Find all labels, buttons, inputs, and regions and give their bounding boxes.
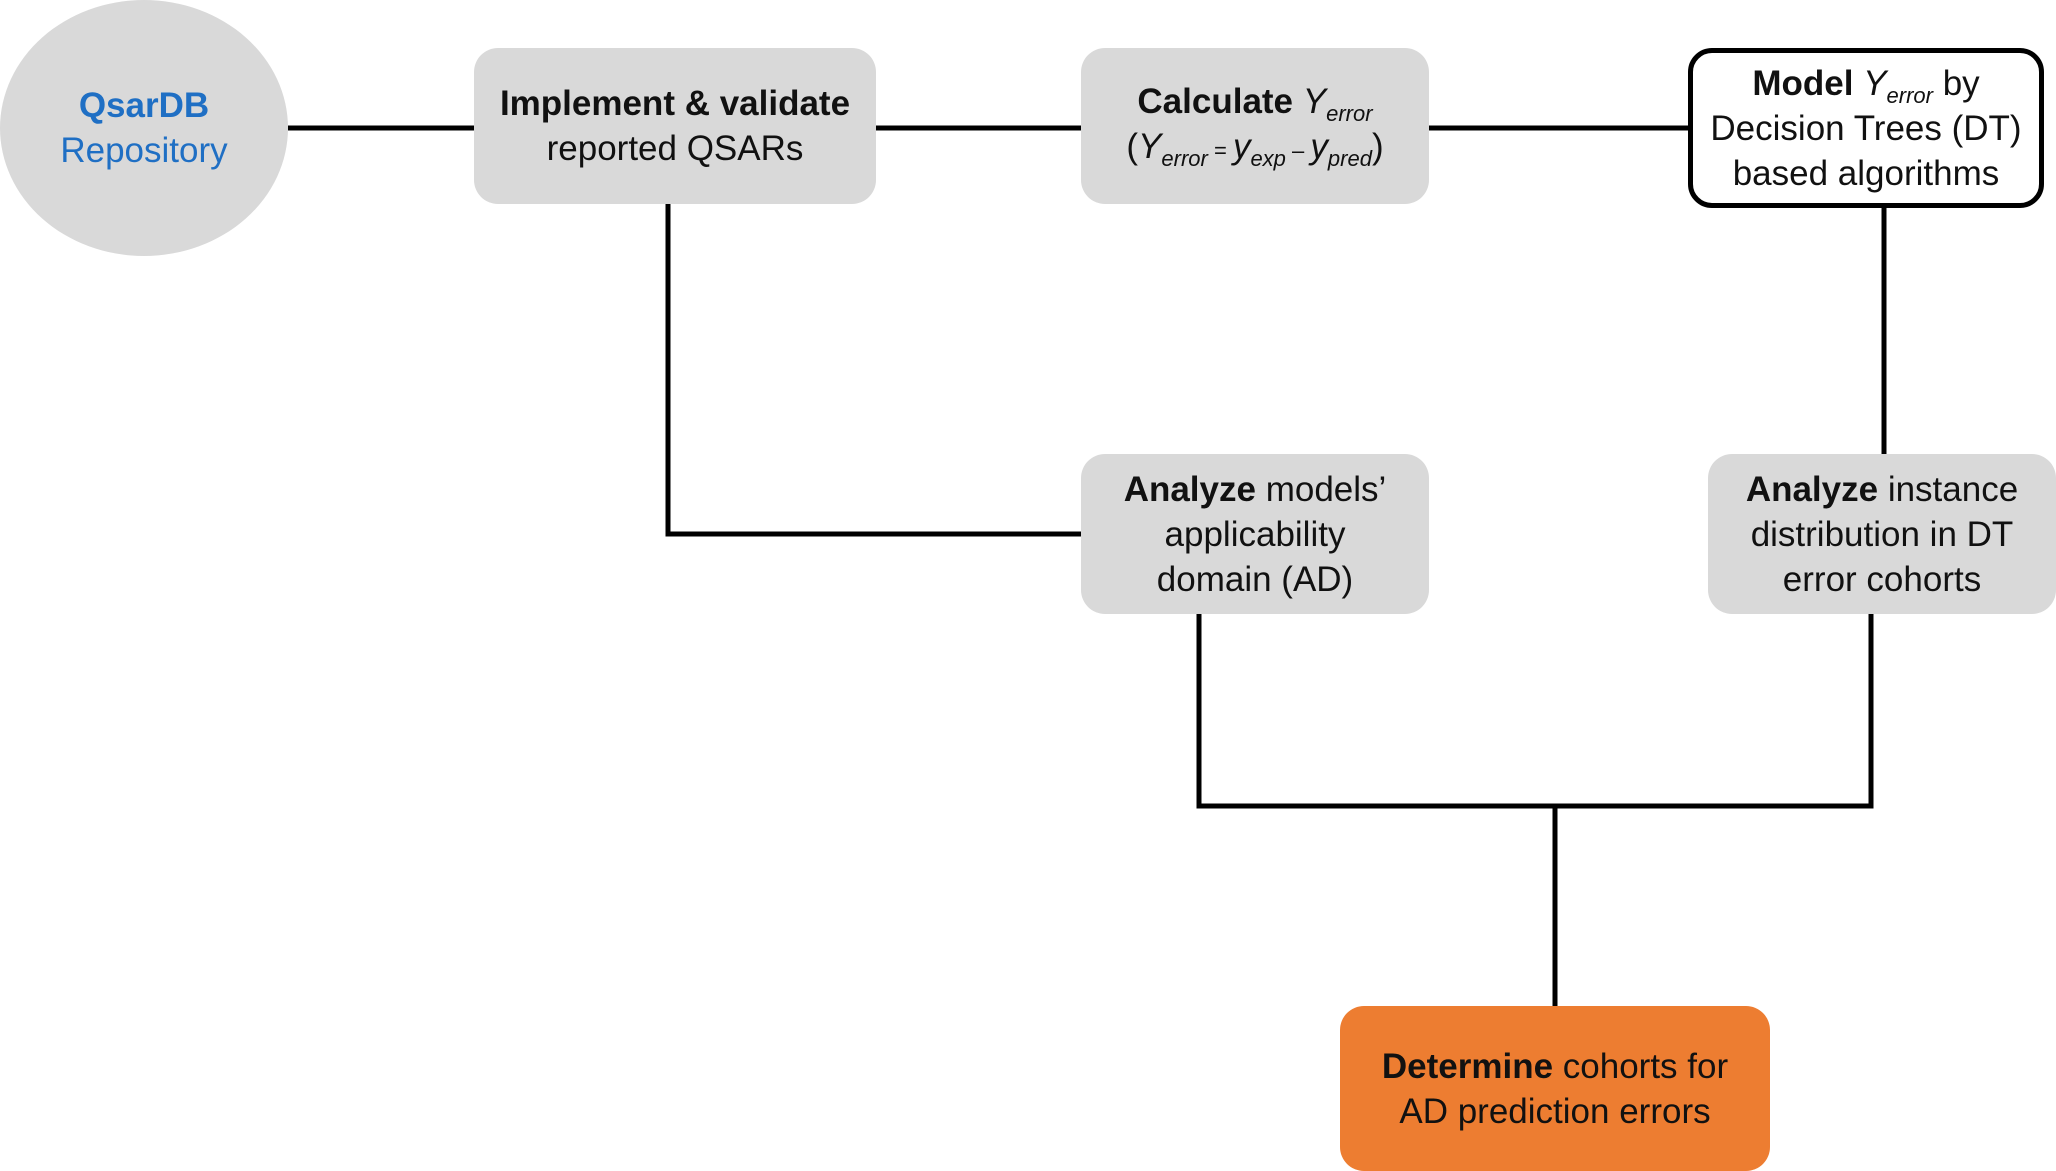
connector-analyze-ad-merge: [1196, 614, 1874, 809]
eq-close: ): [1371, 127, 1384, 166]
determine-line-2: AD prediction errors: [1399, 1091, 1711, 1131]
determine-title: Determine: [1381, 1046, 1554, 1086]
analyze-dt-rest: instance: [1878, 469, 2019, 509]
eq-Y: Y: [1138, 127, 1162, 166]
analyze-ad-node: Analyze models’ applicability domain (AD…: [1081, 454, 1429, 614]
repository-subtitle: Repository: [60, 131, 228, 170]
eq-y-exp: y: [1232, 127, 1251, 166]
calculate-line-1: Calculate Yerror: [1137, 79, 1373, 126]
model-var-sub: error: [1886, 82, 1933, 108]
eq-open: (: [1126, 127, 1139, 166]
eq-equals: =: [1207, 138, 1233, 163]
analyze-ad-rest: models’: [1255, 469, 1387, 509]
calculate-var-sub: error: [1326, 101, 1373, 126]
analyze-dt-line-2: distribution in DT: [1750, 514, 2014, 554]
determine-cohorts-node: Determine cohorts for AD prediction erro…: [1340, 1006, 1770, 1171]
repository-title: QsarDB: [78, 86, 210, 125]
eq-minus: –: [1285, 138, 1311, 163]
eq-y-exp-sub: exp: [1250, 146, 1286, 171]
model-error-node: Model Yerror by Decision Trees (DT) base…: [1688, 48, 2044, 208]
calculate-var: Y: [1302, 82, 1327, 121]
calculate-error-node: Calculate Yerror (Yerror = yexp – ypred): [1081, 48, 1429, 204]
analyze-dt-line-3: error cohorts: [1782, 559, 1982, 599]
analyze-ad-line-2: applicability: [1164, 514, 1346, 554]
qsardb-repository-node: QsarDB Repository: [0, 0, 288, 256]
model-line-1: Model Yerror by: [1752, 61, 1980, 108]
determine-line-1: Determine cohorts for: [1382, 1044, 1728, 1089]
eq-y-pred-sub: pred: [1327, 146, 1372, 171]
analyze-dt-node: Analyze instance distribution in DT erro…: [1708, 454, 2056, 614]
calculate-title: Calculate: [1137, 82, 1294, 121]
model-var: Y: [1863, 63, 1887, 103]
model-line-3: based algorithms: [1732, 153, 2000, 193]
analyze-ad-line-1: Analyze models’: [1124, 467, 1387, 512]
analyze-dt-line-1: Analyze instance: [1746, 467, 2018, 512]
analyze-dt-title: Analyze: [1745, 469, 1879, 509]
determine-rest: cohorts for: [1553, 1046, 1729, 1086]
analyze-ad-title: Analyze: [1123, 469, 1256, 509]
implement-validate-node: Implement & validate reported QSARs: [474, 48, 876, 204]
eq-y-pred: y: [1310, 127, 1328, 166]
eq-Y-sub: error: [1161, 146, 1208, 171]
analyze-ad-line-3: domain (AD): [1156, 559, 1354, 599]
connector-implement-analyze-ad: [665, 204, 1081, 537]
implement-title: Implement & validate: [499, 84, 851, 123]
implement-text: reported QSARs: [546, 129, 804, 168]
model-title: Model: [1752, 63, 1854, 103]
model-by: by: [1932, 63, 1980, 103]
calculate-equation: (Yerror = yexp – ypred): [1126, 124, 1383, 173]
model-line-2: Decision Trees (DT): [1710, 108, 2022, 148]
